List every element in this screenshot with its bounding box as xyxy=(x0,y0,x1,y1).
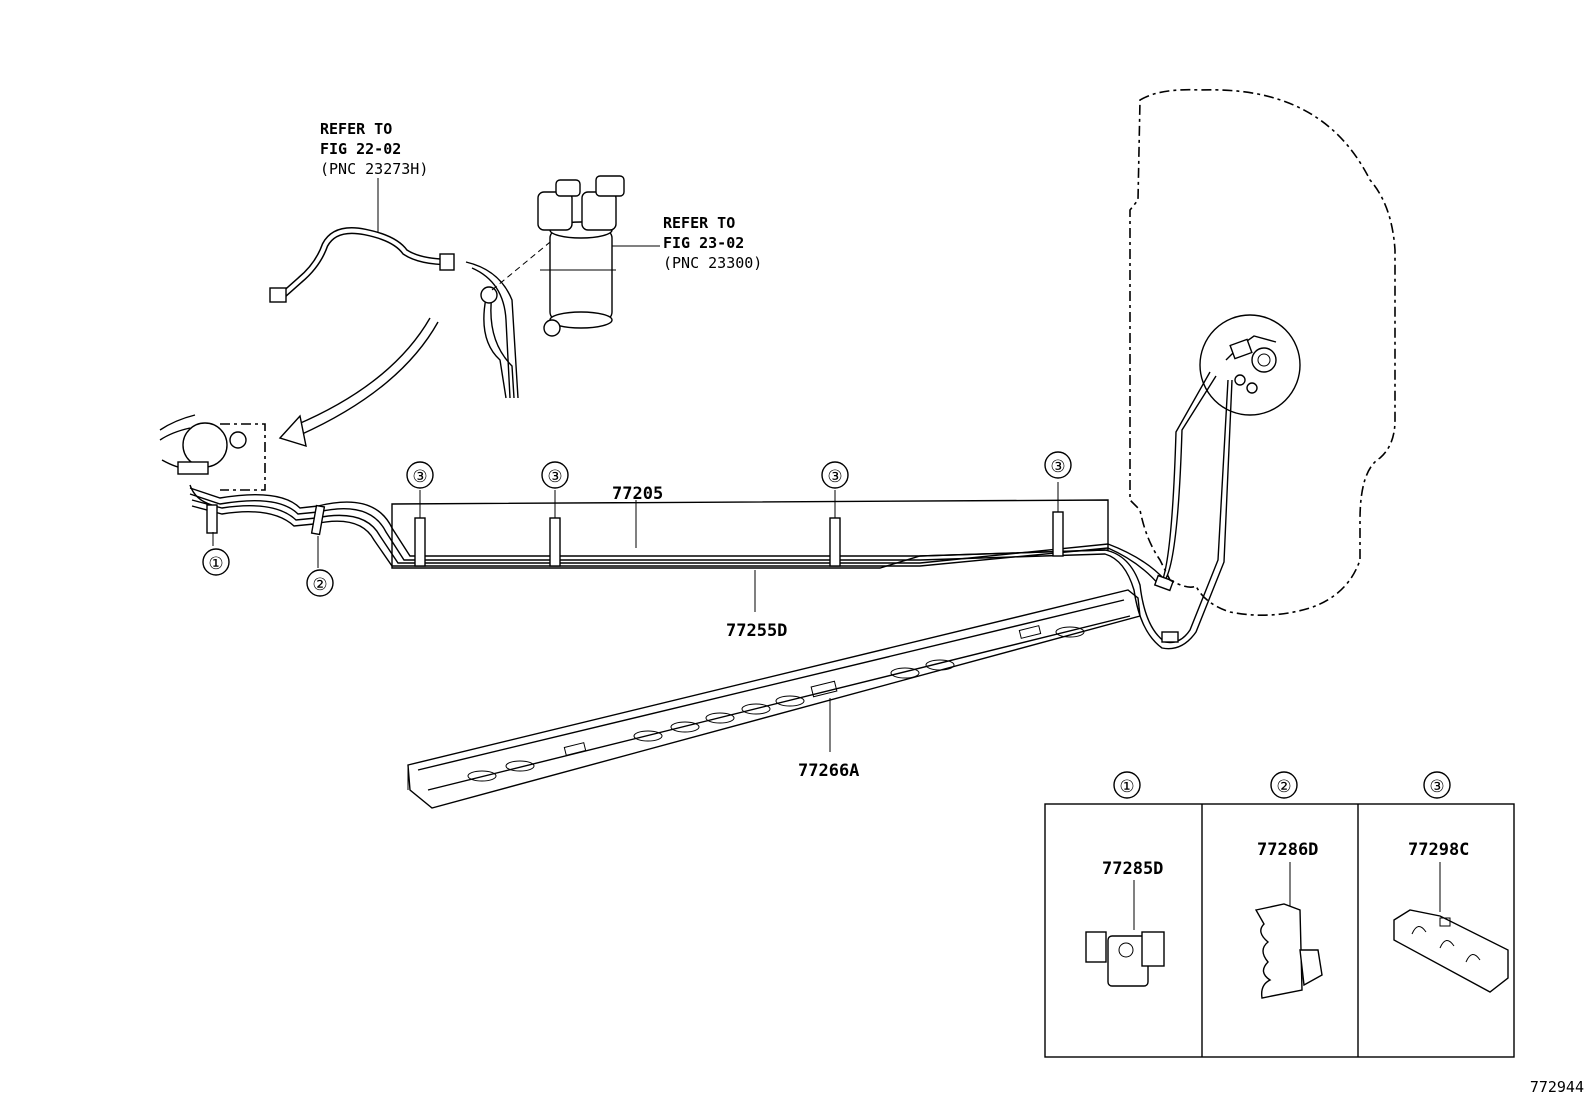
reference-note-hose: REFER TO FIG 22-02 (PNC 23273H) xyxy=(320,120,428,232)
callout-3-label: ③ xyxy=(827,467,842,487)
part-label-77285D: 77285D xyxy=(1102,859,1163,879)
detail-col2-marker: ② xyxy=(1276,777,1291,797)
fuel-tank-outline xyxy=(1129,88,1396,616)
detail-col3-marker: ③ xyxy=(1429,777,1444,797)
clamp-detail-box: ① ② ③ 77285D 77286D 77298C xyxy=(1044,771,1515,1058)
ref-note-line2: FIG 23-02 xyxy=(663,234,744,252)
ref-note-line3: (PNC 23273H) xyxy=(320,160,428,178)
part-label-77266A: 77266A xyxy=(798,761,859,781)
protector-holes xyxy=(467,625,1085,782)
ref-note-line1: REFER TO xyxy=(320,120,392,138)
detail-col1-marker: ① xyxy=(1119,777,1134,797)
callout-3-label: ③ xyxy=(412,467,427,487)
part-label-77205: 77205 xyxy=(612,484,663,504)
callout-3-label: ③ xyxy=(547,467,562,487)
callout-markers: ① ② ③ ③ ③ ③ xyxy=(202,451,1072,597)
callout-3-label: ③ xyxy=(1050,457,1065,477)
figure-id: 772944 xyxy=(1530,1078,1584,1096)
clamps-on-tube xyxy=(206,482,1064,568)
clamp-77298C-drawing xyxy=(1393,909,1509,993)
part-label-77286D: 77286D xyxy=(1257,840,1318,860)
ref-note-line1: REFER TO xyxy=(663,214,735,232)
clamp-77285D-drawing xyxy=(1085,931,1165,987)
tube-assembly-outline xyxy=(391,499,1109,569)
protector-77266A xyxy=(407,589,1141,809)
part-label-77298C: 77298C xyxy=(1408,840,1469,860)
ref-note-line2: FIG 22-02 xyxy=(320,140,401,158)
clamp-77286D-drawing xyxy=(1254,903,1323,999)
callout-2-label: ② xyxy=(312,575,327,595)
ref-note-line3: (PNC 23300) xyxy=(663,254,762,272)
direction-arrow xyxy=(278,317,439,448)
reference-note-filter: REFER TO FIG 23-02 (PNC 23300) xyxy=(612,214,762,272)
fuel-tube-77255D xyxy=(189,371,1233,650)
callout-1-label: ① xyxy=(208,554,223,574)
left-connector-assembly xyxy=(159,414,266,506)
fuel-filter-drawing xyxy=(491,175,625,337)
fuel-hose-drawing xyxy=(269,227,519,399)
part-label-77255D: 77255D xyxy=(726,621,787,641)
